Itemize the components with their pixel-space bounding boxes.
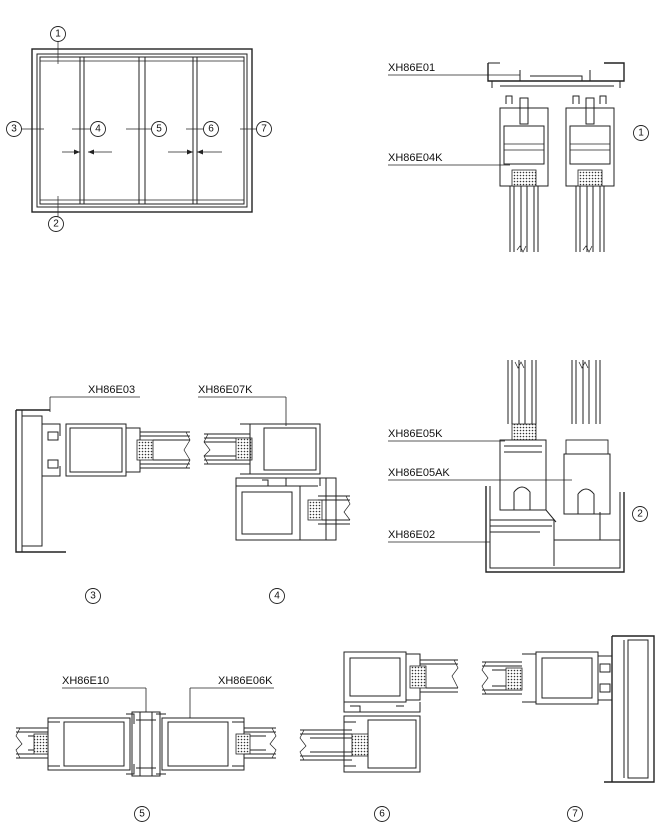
section-number-7: 7	[567, 806, 583, 822]
slide-arrow-icon	[197, 149, 222, 155]
section-number-1: 1	[633, 125, 649, 141]
section-number-5: 5	[134, 806, 150, 822]
part-label-xh86e06k: XH86E06K	[189, 675, 274, 718]
section-3-jamb	[15, 409, 191, 553]
svg-text:3: 3	[11, 124, 17, 135]
svg-text:7: 7	[261, 124, 267, 135]
section-number-2: 2	[632, 506, 648, 522]
slide-arrow-icon	[168, 149, 193, 155]
elevation-callout-6: 6	[203, 121, 219, 137]
svg-text:XH86E02: XH86E02	[388, 529, 435, 541]
svg-text:XH86E10: XH86E10	[62, 675, 109, 687]
window-elevation: 1 2 3 4 5 6 7	[6, 26, 272, 232]
elevation-callout-2: 2	[48, 216, 64, 232]
elevation-callout-4: 4	[90, 121, 106, 137]
svg-text:4: 4	[274, 591, 280, 602]
svg-text:XH86E06K: XH86E06K	[218, 675, 273, 687]
svg-text:XH86E05AK: XH86E05AK	[388, 467, 450, 479]
part-label-xh86e02: XH86E02	[388, 529, 490, 543]
svg-text:5: 5	[139, 809, 145, 820]
svg-text:6: 6	[379, 809, 385, 820]
section-number-6: 6	[374, 806, 390, 822]
elevation-callout-3: 3	[6, 121, 22, 137]
part-label-xh86e01: XH86E01	[388, 62, 520, 76]
svg-text:XH86E01: XH86E01	[388, 62, 435, 74]
svg-text:XH86E04K: XH86E04K	[388, 152, 443, 164]
part-label-xh86e10: XH86E10	[62, 675, 147, 712]
section-6-interlock	[299, 651, 459, 773]
part-label-xh86e04k: XH86E04K	[388, 152, 510, 166]
svg-text:1: 1	[638, 128, 644, 139]
slide-arrow-icon	[62, 149, 80, 155]
part-label-xh86e05ak: XH86E05AK	[388, 467, 572, 481]
svg-text:7: 7	[572, 809, 578, 820]
svg-text:5: 5	[156, 124, 162, 135]
elevation-callout-1: 1	[50, 26, 66, 42]
section-7-jamb	[481, 635, 655, 783]
section-5-mullion	[15, 711, 277, 777]
svg-text:2: 2	[637, 509, 643, 520]
svg-text:XH86E03: XH86E03	[88, 384, 135, 396]
svg-text:3: 3	[90, 591, 96, 602]
slide-arrow-icon	[88, 149, 112, 155]
part-label-xh86e05k: XH86E05K	[388, 428, 505, 442]
svg-text:4: 4	[95, 124, 101, 135]
svg-text:6: 6	[208, 124, 214, 135]
svg-text:XH86E07K: XH86E07K	[198, 384, 253, 396]
elevation-callout-5: 5	[151, 121, 167, 137]
section-number-4: 4	[269, 588, 285, 604]
svg-text:1: 1	[55, 29, 61, 40]
elevation-callout-7: 7	[256, 121, 272, 137]
part-label-xh86e03: XH86E03	[49, 384, 140, 412]
section-number-3: 3	[85, 588, 101, 604]
section-1-head	[487, 62, 625, 253]
part-label-xh86e07k: XH86E07K	[198, 384, 287, 426]
svg-text:XH86E05K: XH86E05K	[388, 428, 443, 440]
section-4-interlock	[203, 423, 351, 541]
section-2-sill	[485, 360, 625, 573]
svg-text:2: 2	[53, 219, 59, 230]
